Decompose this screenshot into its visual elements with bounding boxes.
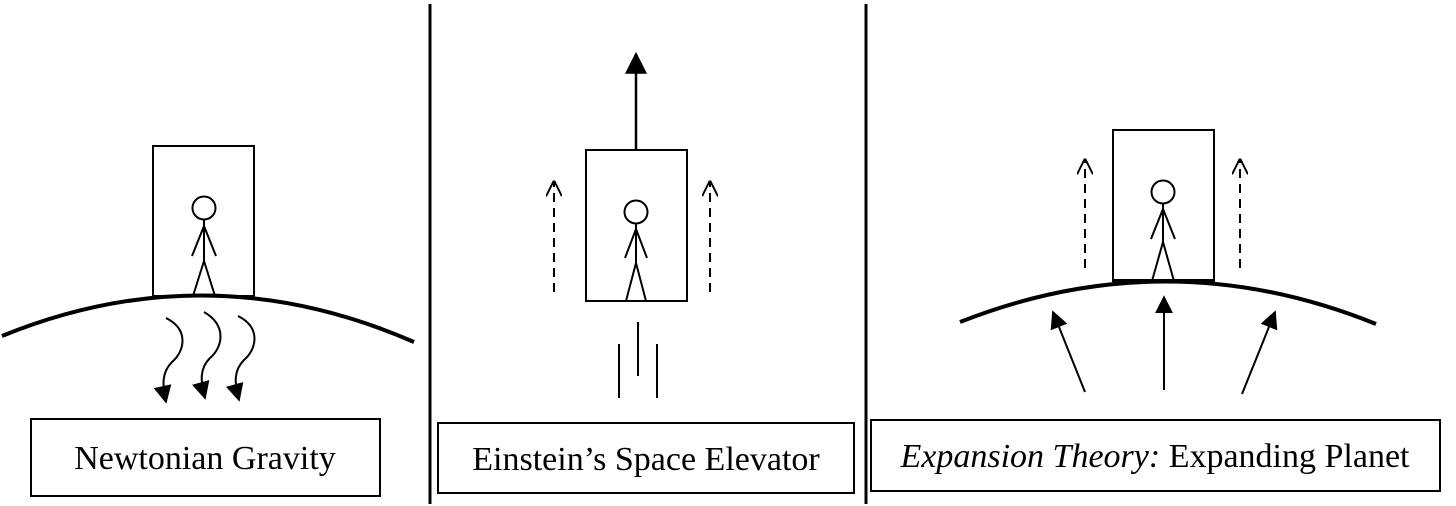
wavy-down-arrow bbox=[153, 317, 184, 404]
panel-newtonian: Newtonian Gravity bbox=[1, 145, 415, 497]
caption-newtonian: Newtonian Gravity bbox=[74, 440, 336, 477]
stick-figure bbox=[623, 199, 649, 302]
expansion-arrow bbox=[1050, 310, 1086, 393]
expansion-arrow bbox=[1241, 310, 1278, 395]
caption-box bbox=[870, 419, 1441, 492]
planet-surface bbox=[959, 279, 1377, 326]
caption-expansion-rest: Expanding Planet bbox=[1160, 438, 1410, 475]
panel-expansion: Expansion Theory: Expanding Planet bbox=[870, 129, 1441, 492]
panel-einstein: Einstein’s Space Elevator bbox=[437, 51, 855, 494]
caption-box bbox=[437, 422, 855, 494]
wavy-down-arrow bbox=[191, 311, 222, 400]
exhaust-lines bbox=[618, 322, 658, 398]
planet-surface bbox=[1, 293, 415, 344]
stick-figure bbox=[191, 195, 217, 297]
gravity-arrows bbox=[153, 311, 256, 404]
elevator-box bbox=[152, 145, 255, 297]
caption-einstein: Einstein’s Space Elevator bbox=[472, 441, 820, 478]
expansion-arrows bbox=[1050, 295, 1278, 395]
wavy-down-arrow bbox=[225, 315, 256, 402]
elevator-box bbox=[585, 149, 688, 302]
caption-expansion-italic: Expansion Theory: bbox=[900, 438, 1161, 475]
caption-expansion: Expansion Theory: Expanding Planet bbox=[900, 438, 1411, 475]
caption-box bbox=[30, 418, 381, 497]
stick-figure bbox=[1150, 179, 1176, 282]
